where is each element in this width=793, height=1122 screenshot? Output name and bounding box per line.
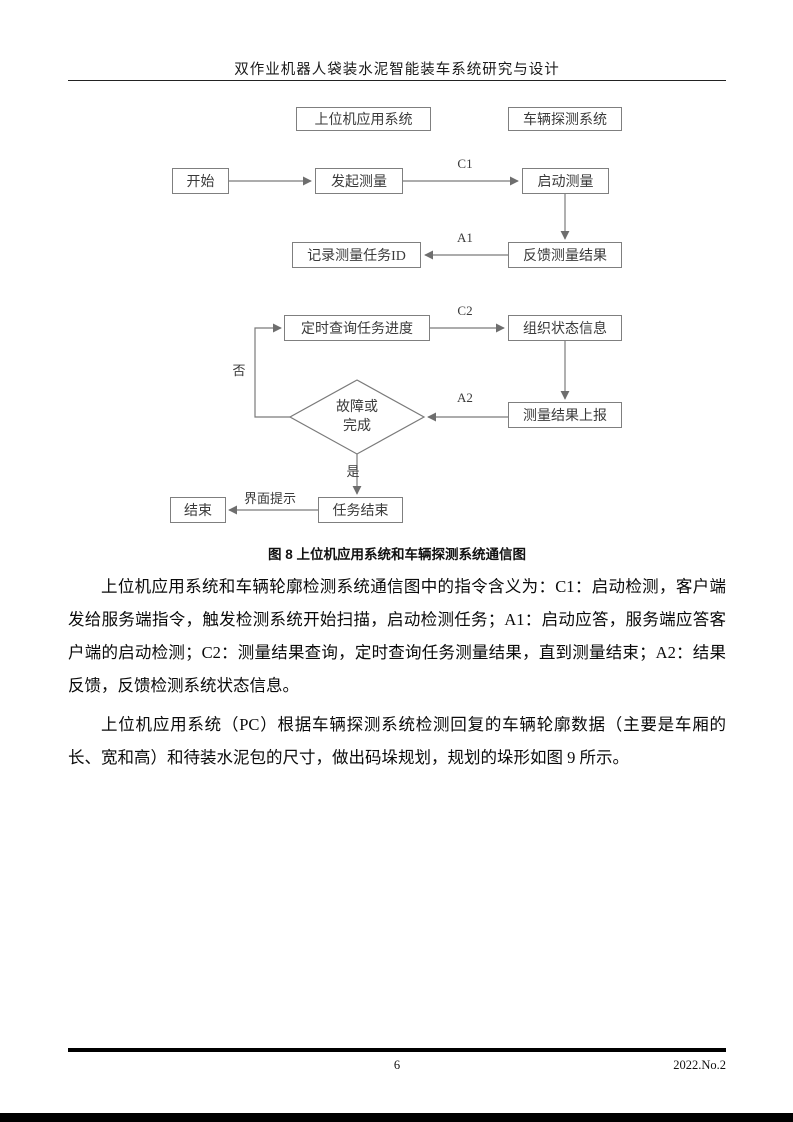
- edge-label-a1: A1: [457, 230, 473, 245]
- edge-label-yes: 是: [346, 464, 360, 479]
- body-text: 上位机应用系统和车辆轮廓检测系统通信图中的指令含义为：C1：启动检测，客户端发给…: [68, 570, 726, 774]
- edge-label-c1: C1: [457, 156, 473, 171]
- flow-node-report-result: 测量结果上报: [508, 402, 622, 428]
- figure-caption: 图 8 上位机应用系统和车辆探测系统通信图: [267, 547, 526, 562]
- flow-node-poll-progress: 定时查询任务进度: [284, 315, 430, 341]
- flow-column-left-header: 上位机应用系统: [296, 107, 431, 131]
- flow-node-task-end: 任务结束: [318, 497, 403, 523]
- flowchart-arrows: [228, 176, 570, 515]
- flow-node-start: 开始: [172, 168, 229, 194]
- bottom-edge-strip: [0, 1113, 793, 1122]
- footer: 6 2022.No.2: [68, 1058, 726, 1076]
- flow-node-organize-status: 组织状态信息: [508, 315, 622, 341]
- decision-line-1: 故障或: [336, 400, 378, 415]
- flow-node-initiate-measure: 发起测量: [315, 168, 403, 194]
- edge-label-a2: A2: [457, 390, 473, 405]
- footer-page-number: 6: [393, 1058, 401, 1072]
- body-paragraph-1: 上位机应用系统和车辆轮廓检测系统通信图中的指令含义为：C1：启动检测，客户端发给…: [68, 577, 726, 695]
- body-paragraph-2: 上位机应用系统（PC）根据车辆探测系统检测回复的车辆轮廓数据（主要是车厢的长、宽…: [68, 715, 726, 767]
- flow-node-record-task-id: 记录测量任务ID: [292, 242, 421, 268]
- arrow-no-loop: [254, 323, 290, 418]
- header-title: 双作业机器人袋装水泥智能装车系统研究与设计: [234, 62, 560, 78]
- decision-line-2: 完成: [343, 419, 371, 434]
- footer-issue: 2022.No.2: [673, 1058, 726, 1072]
- flow-node-end: 结束: [170, 497, 226, 523]
- edge-label-c2: C2: [457, 303, 473, 318]
- flow-node-decision: 故障或 完成: [290, 398, 424, 436]
- flow-column-right-header: 车辆探测系统: [508, 107, 622, 131]
- flow-node-start-measure: 启动测量: [522, 168, 609, 194]
- edge-label-ui-prompt: 界面提示: [243, 491, 296, 506]
- header-rule: [68, 80, 726, 81]
- flow-node-feedback-result: 反馈测量结果: [508, 242, 622, 268]
- footer-rule: [68, 1048, 726, 1052]
- edge-label-no: 否: [232, 363, 246, 378]
